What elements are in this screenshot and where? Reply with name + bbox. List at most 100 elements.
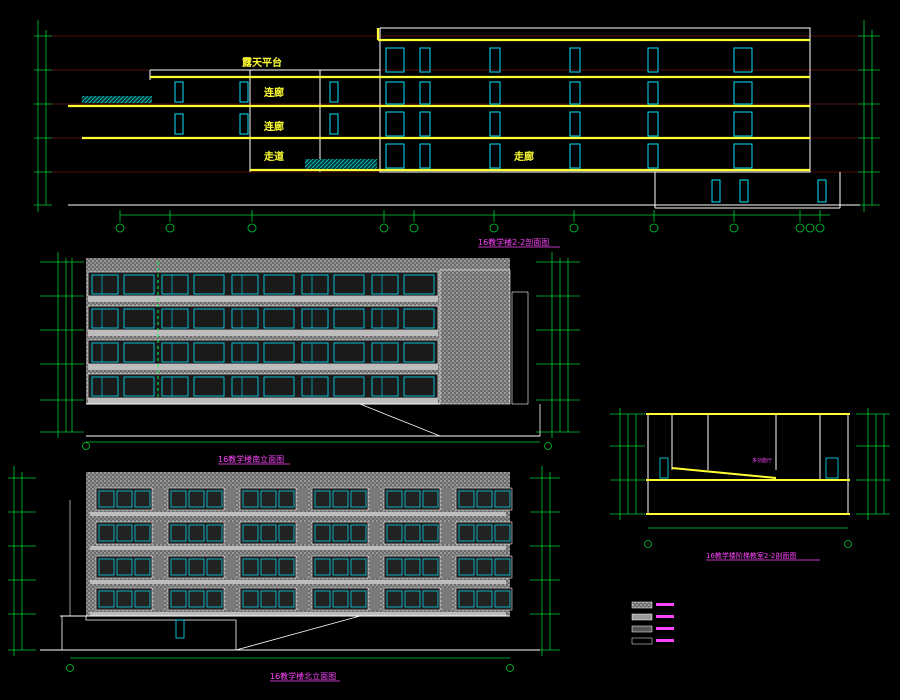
spandrel <box>88 330 438 336</box>
window-pane <box>260 590 277 608</box>
dim-left-small <box>610 408 645 520</box>
window-pane <box>116 490 133 508</box>
window-frame <box>95 555 153 579</box>
window-pane <box>422 558 439 576</box>
window <box>371 274 399 295</box>
dim-right-small <box>856 408 890 520</box>
window-pane <box>134 558 151 576</box>
window-pane <box>278 558 295 576</box>
legend-swatch-dark <box>631 625 653 633</box>
window-pane <box>188 490 205 508</box>
window-pane <box>476 490 493 508</box>
window-pane <box>350 558 367 576</box>
window <box>161 274 189 295</box>
pier <box>154 488 164 510</box>
window-frame <box>383 555 441 579</box>
window <box>231 274 259 295</box>
window <box>403 376 435 397</box>
pier <box>442 556 452 578</box>
window-pane <box>458 558 475 576</box>
window-pane <box>206 590 223 608</box>
window <box>193 274 225 295</box>
window-frame <box>239 487 297 511</box>
window-frame <box>239 587 297 611</box>
legend-swatch-blank <box>631 637 653 645</box>
pier <box>298 488 308 510</box>
section-windows <box>174 47 827 203</box>
window-pane <box>404 490 421 508</box>
window-pane <box>206 524 223 542</box>
title-section-small: 16教学楼阶梯教室2-2剖面图 <box>706 551 796 560</box>
window-frame <box>167 587 225 611</box>
window-frame <box>383 587 441 611</box>
window <box>333 376 365 397</box>
elevation-middle: 16教学楼南立面图 <box>40 252 580 465</box>
window-pane <box>404 524 421 542</box>
dim-left-bottom <box>8 466 36 656</box>
window-pane <box>494 590 511 608</box>
window-pane <box>134 524 151 542</box>
window <box>231 376 259 397</box>
window-pane <box>350 590 367 608</box>
pier <box>298 522 308 544</box>
section-top: 露天平台 连廊 连廊 走道 走廊 16教学楼2-2剖面图 <box>34 20 880 248</box>
pier <box>370 588 380 610</box>
window <box>371 376 399 397</box>
window-frame <box>455 487 513 511</box>
window-frame <box>455 587 513 611</box>
window-pane <box>188 590 205 608</box>
window-bands-bottom <box>90 487 513 616</box>
pier <box>442 522 452 544</box>
window-pane <box>476 524 493 542</box>
window-pane <box>98 490 115 508</box>
window-pane <box>404 558 421 576</box>
window <box>263 376 295 397</box>
pier <box>370 522 380 544</box>
room-label-walkway: 走道 <box>263 150 284 163</box>
axis-grid-top <box>119 210 830 222</box>
window-bands-mid <box>87 271 439 404</box>
room-label-corridor-2: 连廊 <box>264 120 284 133</box>
elevation-bottom: 16教学楼北立面图 <box>8 466 560 682</box>
window-band <box>87 271 439 297</box>
window-pane <box>278 590 295 608</box>
window <box>193 376 225 397</box>
window <box>231 342 259 363</box>
window-frame <box>311 587 369 611</box>
window-pane <box>458 490 475 508</box>
window <box>371 308 399 329</box>
window-pane <box>404 590 421 608</box>
window <box>91 274 119 295</box>
window-pane <box>188 558 205 576</box>
section-walls <box>68 27 860 209</box>
window <box>193 308 225 329</box>
window-pane <box>116 558 133 576</box>
window <box>301 376 329 397</box>
window <box>403 342 435 363</box>
window-pane <box>314 524 331 542</box>
window-frame <box>167 555 225 579</box>
window <box>123 308 155 329</box>
window-pane <box>494 524 511 542</box>
window-frame <box>455 521 513 545</box>
window-frame <box>167 487 225 511</box>
window-frame <box>239 521 297 545</box>
window-pane <box>188 524 205 542</box>
title-elevation-bottom: 16教学楼北立面图 <box>270 671 336 681</box>
window-pane <box>476 558 493 576</box>
window <box>263 308 295 329</box>
window <box>263 342 295 363</box>
window-frame <box>95 587 153 611</box>
sill-band <box>90 546 506 550</box>
window-pane <box>476 590 493 608</box>
section-small: 多功能厅 16教学楼阶梯教室2-2剖面图 <box>610 408 890 561</box>
pier <box>370 556 380 578</box>
window-band <box>87 373 439 399</box>
sill-band <box>90 580 506 584</box>
pier <box>442 488 452 510</box>
pier <box>226 488 236 510</box>
window <box>161 342 189 363</box>
window-pane <box>458 590 475 608</box>
window-frame <box>311 487 369 511</box>
pier <box>154 556 164 578</box>
